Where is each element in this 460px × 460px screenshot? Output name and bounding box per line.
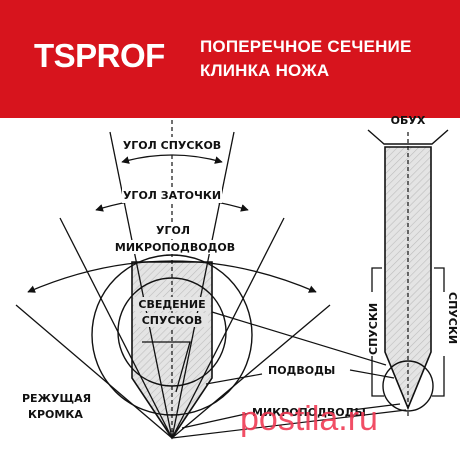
header-banner: TSPROF ПОПЕРЕЧНОЕ СЕЧЕНИЕ КЛИНКА НОЖА <box>0 0 460 118</box>
micro-angle-arc <box>27 260 317 293</box>
watermark: postila.ru <box>240 400 378 438</box>
edge-angle-line-left <box>59 217 173 439</box>
edge-angle-line-right <box>171 217 285 439</box>
label-mikropodvody: МИКРОПОДВОДЫ <box>252 406 366 419</box>
label-obukh: ОБУХ <box>391 114 426 127</box>
label-ugol-mikro-1: УГОЛ <box>156 224 190 237</box>
bevel-angle-line-left <box>109 131 173 439</box>
micro-angle-line-right <box>171 304 331 439</box>
connector-bottom <box>171 409 407 439</box>
label-svedenie-1: СВЕДЕНИЕ <box>138 298 205 311</box>
bevel-detail <box>142 341 191 393</box>
label-spuski-right: СПУСКИ <box>446 292 459 344</box>
title-line-2: КЛИНКА НОЖА <box>200 61 330 80</box>
micro-angle-line-left <box>15 304 173 439</box>
label-podvody: ПОДВОДЫ <box>268 364 335 377</box>
bevel-angle-line-right <box>171 131 235 439</box>
blade-full-section <box>384 146 432 411</box>
page-title: ПОПЕРЕЧНОЕ СЕЧЕНИЕ КЛИНКА НОЖА <box>200 35 450 83</box>
connector-top <box>211 311 387 366</box>
label-ugol-zatochki: УГОЛ ЗАТОЧКИ <box>123 189 221 202</box>
podvody-leader-1 <box>205 373 263 385</box>
label-ugol-spuskov: УГОЛ СПУСКОВ <box>123 139 221 152</box>
label-spuski-left: СПУСКИ <box>367 303 380 355</box>
bevel-angle-arc <box>121 154 223 164</box>
label-ugol-mikro-2: МИКРОПОДВОДОВ <box>115 241 235 254</box>
label-rezhushchaya-2: КРОМКА <box>28 408 83 421</box>
title-line-1: ПОПЕРЕЧНОЕ СЕЧЕНИЕ <box>200 37 412 56</box>
mikropodvody-leader-2 <box>351 403 401 411</box>
spine-bracket <box>367 129 449 145</box>
label-svedenie-2: СПУСКОВ <box>142 314 203 327</box>
brand-logo: TSPROF <box>34 37 165 74</box>
podvody-leader-2 <box>349 369 395 379</box>
label-rezhushchaya-1: РЕЖУЩАЯ <box>22 392 91 405</box>
tip-detail-circle <box>382 360 434 412</box>
mikropodvody-leader-1 <box>181 412 251 429</box>
